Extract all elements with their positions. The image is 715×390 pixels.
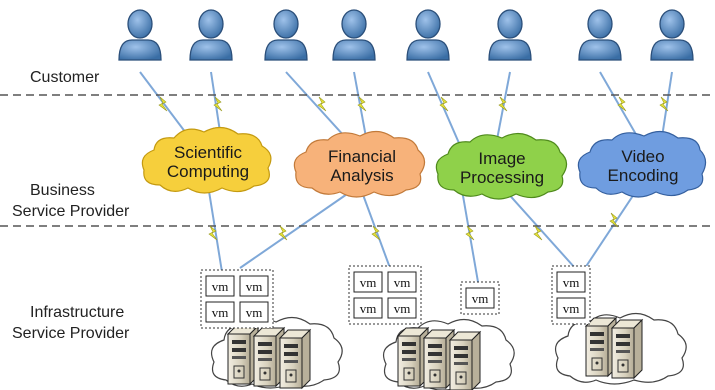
vm-label: vm bbox=[212, 279, 229, 294]
service-label: Processing bbox=[460, 168, 544, 187]
infrastructure-layer-label: Service Provider bbox=[12, 325, 130, 342]
vm-label: vm bbox=[246, 305, 263, 320]
vm-label: vm bbox=[246, 279, 263, 294]
service-label: Scientific bbox=[174, 143, 243, 162]
vm-label: vm bbox=[360, 301, 377, 316]
server-icon bbox=[611, 319, 643, 379]
customer-layer-label: Customer bbox=[30, 69, 100, 86]
infrastructure-layer-label: Infrastructure bbox=[30, 304, 124, 321]
vm-label: vm bbox=[563, 275, 580, 290]
user-icon bbox=[189, 9, 233, 61]
service-cloud-video-encoding: Video Encoding bbox=[577, 130, 707, 198]
user-icon bbox=[578, 9, 622, 61]
service-label: Computing bbox=[167, 162, 249, 181]
user-icon bbox=[118, 9, 162, 61]
service-label: Encoding bbox=[608, 166, 679, 185]
service-cloud-image-processing: Image Processing bbox=[435, 132, 568, 200]
server-icon bbox=[449, 331, 481, 390]
vm-label: vm bbox=[394, 301, 411, 316]
service-label: Video bbox=[621, 147, 664, 166]
user-icon bbox=[332, 9, 376, 61]
vm-group-4: vm vm bbox=[551, 265, 591, 325]
service-cloud-financial-analysis: Financial Analysis bbox=[293, 130, 426, 198]
vm-label: vm bbox=[212, 305, 229, 320]
vm-group-1: vm vm vm vm bbox=[200, 269, 274, 329]
vm-label: vm bbox=[472, 291, 489, 306]
business-layer-label: Business bbox=[30, 182, 95, 199]
vm-label: vm bbox=[360, 275, 377, 290]
service-cloud-scientific-computing: Scientific Computing bbox=[141, 126, 272, 194]
vm-group-2: vm vm vm vm bbox=[348, 265, 422, 325]
service-label: Financial bbox=[328, 147, 396, 166]
server-icon bbox=[279, 329, 311, 389]
service-label: Image bbox=[478, 149, 525, 168]
vm-label: vm bbox=[563, 301, 580, 316]
user-icon bbox=[406, 9, 450, 61]
user-icon bbox=[650, 9, 694, 61]
business-layer-label: Service Provider bbox=[12, 203, 130, 220]
vm-label: vm bbox=[394, 275, 411, 290]
user-icon bbox=[264, 9, 308, 61]
customers bbox=[118, 9, 694, 61]
servers-2 bbox=[397, 327, 481, 390]
customer-links bbox=[139, 71, 673, 151]
user-icon bbox=[488, 9, 532, 61]
servers-1 bbox=[227, 325, 311, 389]
servers-3 bbox=[585, 317, 643, 379]
service-label: Analysis bbox=[330, 166, 393, 185]
vm-group-3: vm bbox=[460, 281, 500, 315]
